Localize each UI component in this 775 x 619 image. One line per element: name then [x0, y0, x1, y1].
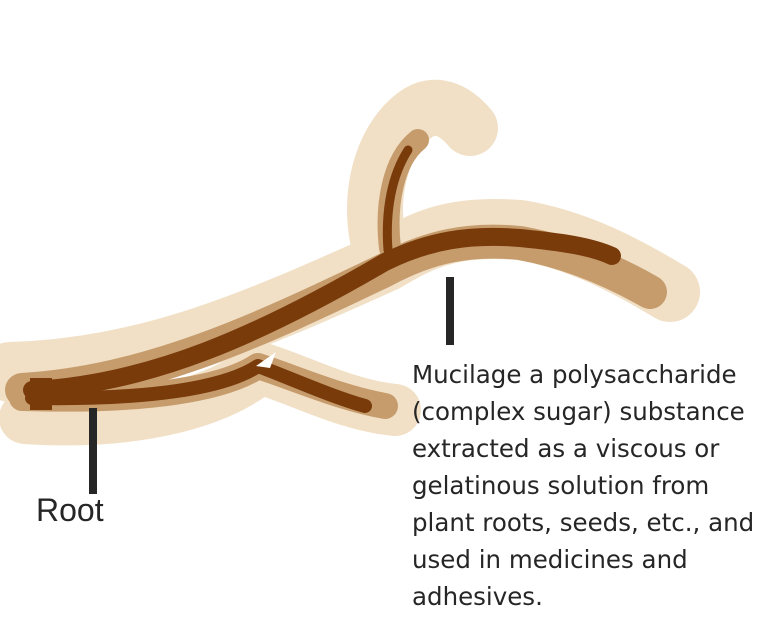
mucilage-label: Mucilage a polysaccharide (complex sugar…: [412, 356, 772, 615]
root-label: Root: [36, 494, 104, 526]
